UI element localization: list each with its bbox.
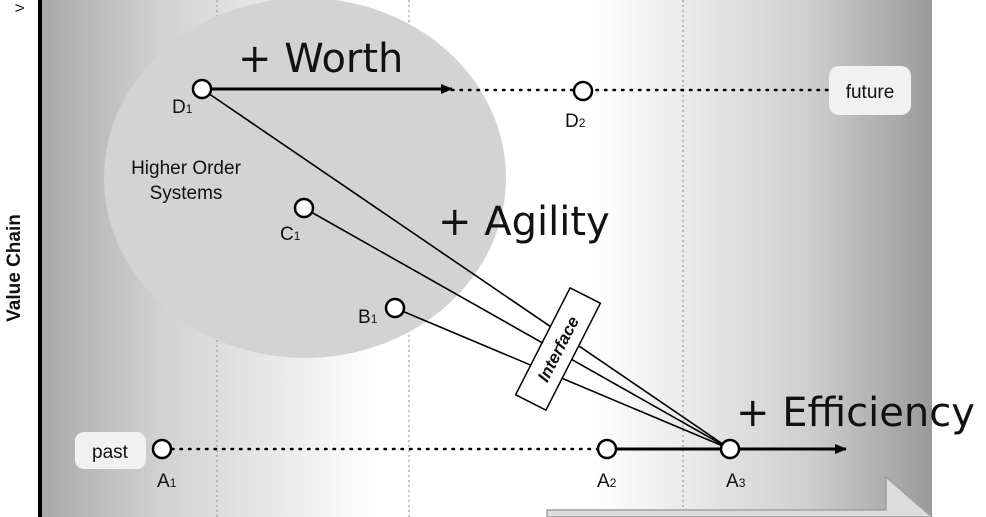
node-b1[interactable]: [384, 297, 406, 319]
region-title-line2: Systems: [150, 183, 223, 204]
efficiency-annotation: + Efficiency: [736, 390, 975, 436]
node-a3[interactable]: [719, 438, 741, 460]
node-a3-label: A3: [726, 471, 746, 492]
node-d1-label: D1: [172, 97, 193, 118]
node-a1[interactable]: [151, 438, 173, 460]
node-c1[interactable]: [293, 197, 315, 219]
node-d1[interactable]: [191, 78, 213, 100]
past-badge: past: [75, 432, 146, 469]
link-c1-a3: [303, 207, 731, 450]
node-c1-label: C1: [280, 224, 301, 245]
node-a1-label: A1: [157, 471, 177, 492]
y-axis-label: Value Chain: [4, 214, 25, 322]
node-a2[interactable]: [596, 438, 618, 460]
future-badge: future: [829, 66, 911, 115]
node-b1-label: B1: [358, 307, 378, 328]
past-badge-label: past: [92, 442, 129, 463]
region-title-line1: Higher Order: [131, 158, 241, 179]
callout-arrow-shape: [546, 475, 934, 517]
future-badge-label: future: [846, 82, 895, 103]
worth-annotation: + Worth: [238, 36, 403, 82]
node-d2[interactable]: [572, 80, 594, 102]
node-d2-label: D2: [565, 111, 586, 132]
node-a2-label: A2: [597, 471, 617, 492]
agility-annotation: + Agility: [438, 199, 610, 245]
y-axis-top-glyph: V: [13, 4, 27, 12]
link-d1-a3: [201, 88, 731, 450]
